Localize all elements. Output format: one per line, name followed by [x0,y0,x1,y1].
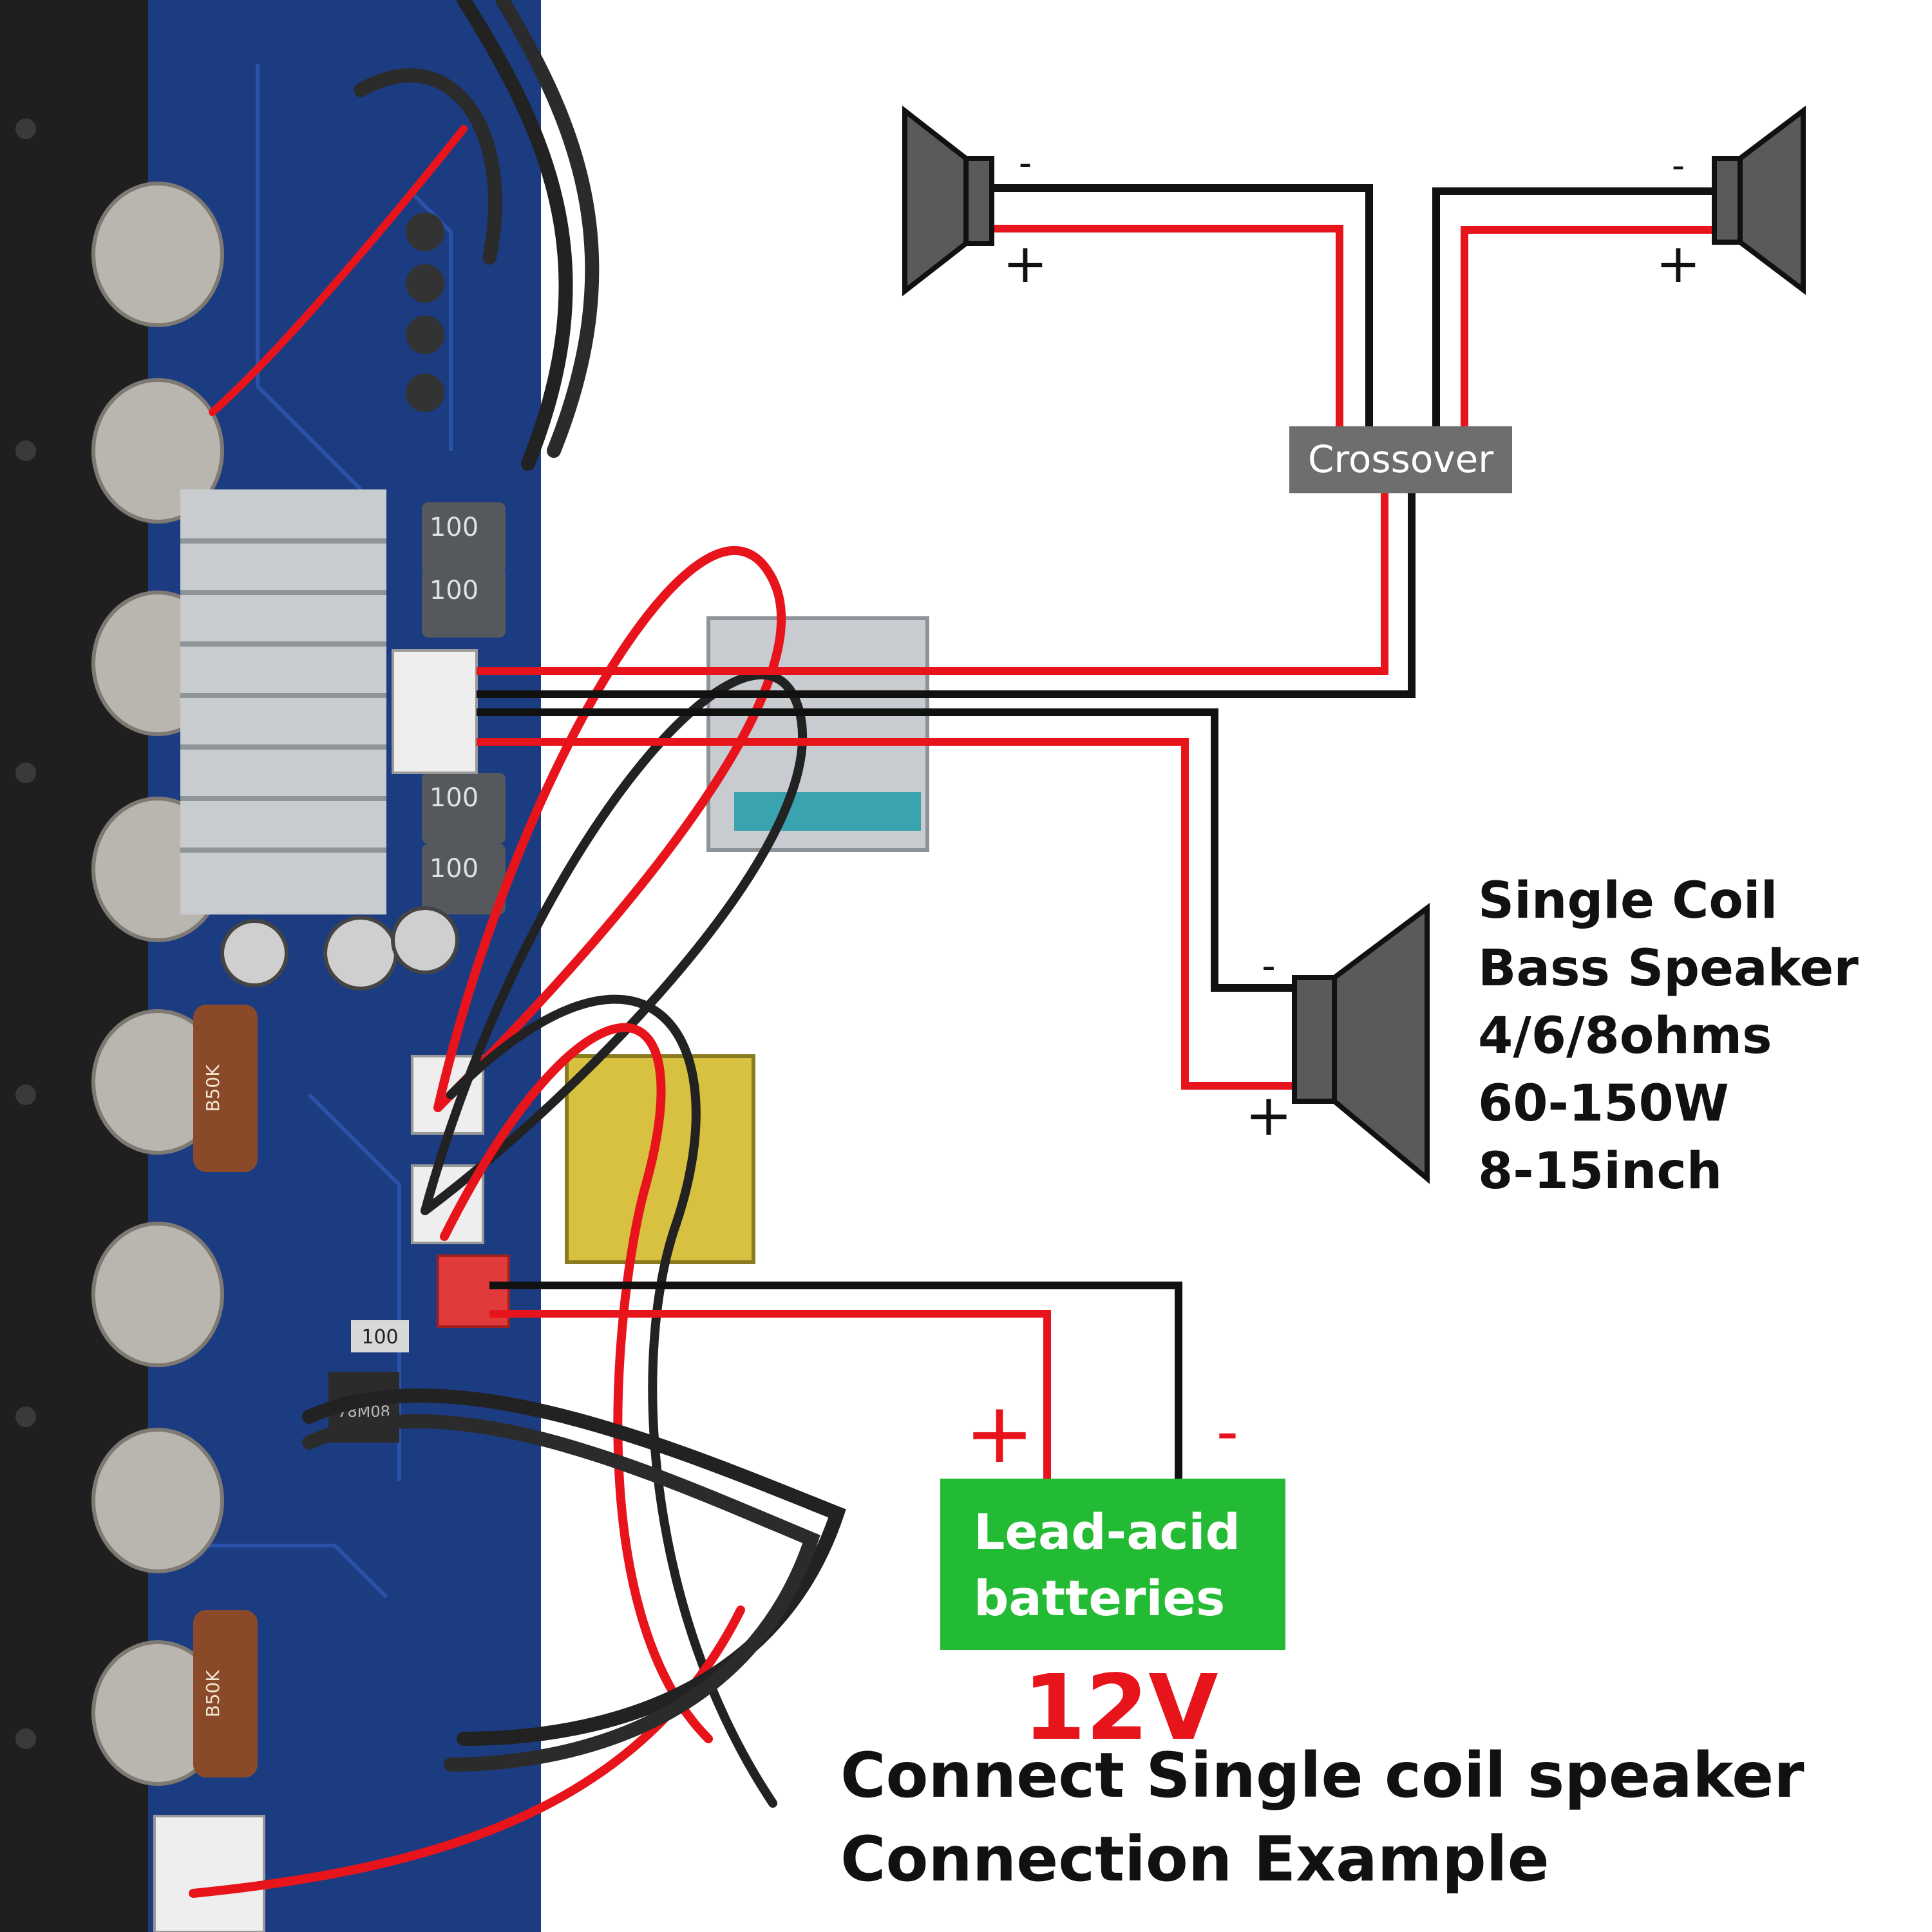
bass-speaker-negative-label: - [1262,943,1276,989]
pot-label: B50K [202,1670,223,1718]
pot-knob [91,378,224,524]
spec-line: 4/6/8ohms [1478,1007,1772,1065]
wire-battery-negative [489,1282,1182,1481]
wire-battery-positive [489,1310,1051,1481]
speaker-left-cone [902,105,969,297]
chassis [0,0,148,1932]
small-inductor-label: 100 [361,1326,398,1349]
wire-tweeter-left-positive [992,225,1343,438]
wires [477,184,1713,1481]
pot-label: B50K [202,1065,223,1112]
spec-line: Single Coil [1478,872,1777,930]
inductor-label: 100 [430,854,478,884]
wire-tweeter-right-positive [1461,226,1713,438]
battery-positive-label: + [965,1384,1035,1482]
chassis-holes [15,118,36,1749]
wire-bass-negative [477,708,1294,992]
bass-speaker-specs: Single Coil Bass Speaker 4/6/8ohms 60-15… [1478,872,1859,1200]
wire-harness [189,0,846,1898]
wire-bass-positive [477,738,1294,1090]
bass-speaker [1292,903,1430,1184]
battery-label-line: Lead-acid [974,1503,1240,1560]
battery-voltage: 12V [1023,1656,1218,1761]
inductors [422,502,506,914]
wire-crossover-positive [477,489,1388,675]
pot-knob [91,182,224,327]
pot-knob [91,1222,224,1367]
inductor-label: 100 [430,576,478,605]
pot-terminals [193,1005,258,1777]
bass-speaker-positive-label: + [1245,1082,1293,1148]
tweeter-right-negative-label: - [1672,145,1685,187]
tweeter-left-positive-label: + [1003,232,1048,295]
caption-line-1: Connect Single coil speaker [840,1739,1804,1812]
wire-tweeter-right-negative [1432,187,1713,438]
speaker-right-cone [1738,105,1806,296]
spec-line: 60-150W [1478,1075,1729,1133]
capacitors [220,213,459,990]
inductor-label: 100 [430,783,478,813]
crossover-box [1289,426,1512,493]
bass-speaker-magnet [1292,975,1337,1104]
tweeter-left-negative-label: - [1019,142,1032,184]
battery-label-line: batteries [974,1569,1225,1627]
tweeter-left [902,105,994,297]
crossover-label: Crossover [1308,437,1493,481]
caption-line-2: Connection Example [840,1823,1549,1895]
bass-speaker-cone [1332,903,1430,1184]
heatsink [180,489,386,914]
tweeter-right [1712,105,1806,296]
inductor-label: 100 [430,513,478,542]
amplifier-board: B50K B50K 100 100 100 100 100 78M08 [0,0,929,1932]
speaker-right-magnet [1712,156,1743,245]
wire-tweeter-left-negative [992,184,1373,438]
speaker-left-magnet [963,156,994,246]
spec-line: 8-15inch [1478,1142,1722,1200]
small-inductor [351,1320,409,1352]
battery-negative-label: - [1217,1396,1239,1468]
battery-box [940,1479,1285,1650]
wire-crossover-negative [477,489,1416,698]
spec-line: Bass Speaker [1478,940,1859,998]
pot-knob [91,1428,224,1573]
tweeter-right-positive-label: + [1656,232,1701,295]
